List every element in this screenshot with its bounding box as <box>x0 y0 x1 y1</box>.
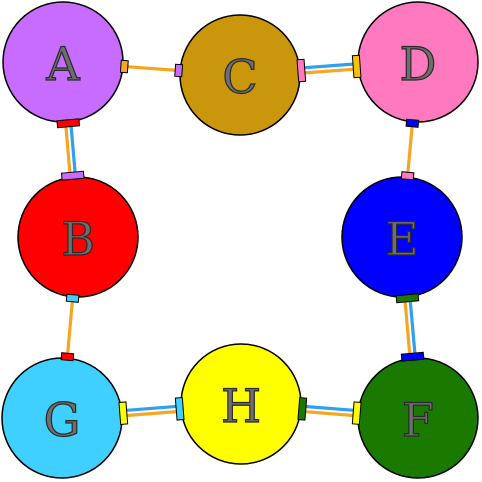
edge-e-f <box>403 296 417 359</box>
port-c-d-end <box>351 54 362 79</box>
port-h-f-end <box>351 401 362 425</box>
edge-a-c-orange-line <box>122 64 181 73</box>
edge-d-e <box>405 121 415 178</box>
port-a-c-end <box>174 63 184 78</box>
node-d-label: D <box>400 37 437 91</box>
edge-b-g-orange-line <box>65 296 75 359</box>
node-e[interactable]: E <box>341 176 463 298</box>
edge-b-g <box>65 296 75 359</box>
port-g-h-end <box>174 397 185 421</box>
edge-e-f-blue-line <box>408 296 417 359</box>
node-b-label: B <box>61 212 95 266</box>
edge-a-b <box>63 121 78 178</box>
port-a-b-end <box>60 170 85 181</box>
port-a-c-start <box>119 59 129 74</box>
edges-layer <box>63 62 417 418</box>
port-d-e-start <box>405 118 420 128</box>
port-b-g-end <box>60 352 75 362</box>
edge-c-d-orange-line <box>299 67 359 75</box>
edge-e-f-orange-line <box>403 296 412 359</box>
node-a[interactable]: A <box>2 1 124 123</box>
port-h-f-start <box>297 397 308 421</box>
port-g-h-start <box>118 401 129 425</box>
ports-layer <box>56 54 425 425</box>
node-f[interactable]: F <box>357 357 479 479</box>
edge-h-f-blue-line <box>300 404 359 413</box>
node-c[interactable]: C <box>179 14 301 136</box>
port-a-b-start <box>56 118 81 129</box>
node-f-label: F <box>402 393 434 447</box>
port-c-d-start <box>296 58 307 83</box>
edge-g-h <box>121 404 182 418</box>
node-g[interactable]: G <box>1 357 123 479</box>
node-g-label: G <box>44 393 81 447</box>
edge-d-e-orange-line <box>405 121 415 178</box>
node-a-label: A <box>45 37 80 91</box>
edge-g-h-orange-line <box>121 409 182 418</box>
node-b[interactable]: B <box>17 176 139 298</box>
edge-a-b-blue-line <box>69 121 78 178</box>
edge-g-h-blue-line <box>121 404 182 413</box>
port-e-f-end <box>400 351 425 362</box>
node-d[interactable]: D <box>357 1 479 123</box>
edge-a-b-orange-line <box>63 121 72 178</box>
edge-h-f-orange-line <box>300 409 359 418</box>
node-c-label: C <box>222 50 257 104</box>
edge-c-d <box>299 62 359 75</box>
edge-a-c <box>122 64 181 73</box>
edge-h-f <box>300 404 359 418</box>
node-h[interactable]: H <box>180 343 302 465</box>
node-e-label: E <box>385 212 419 266</box>
edge-c-d-blue-line <box>299 62 359 70</box>
node-h-label: H <box>221 379 261 433</box>
port-b-g-start <box>65 293 80 303</box>
port-d-e-end <box>400 171 415 181</box>
port-e-f-start <box>395 293 420 304</box>
